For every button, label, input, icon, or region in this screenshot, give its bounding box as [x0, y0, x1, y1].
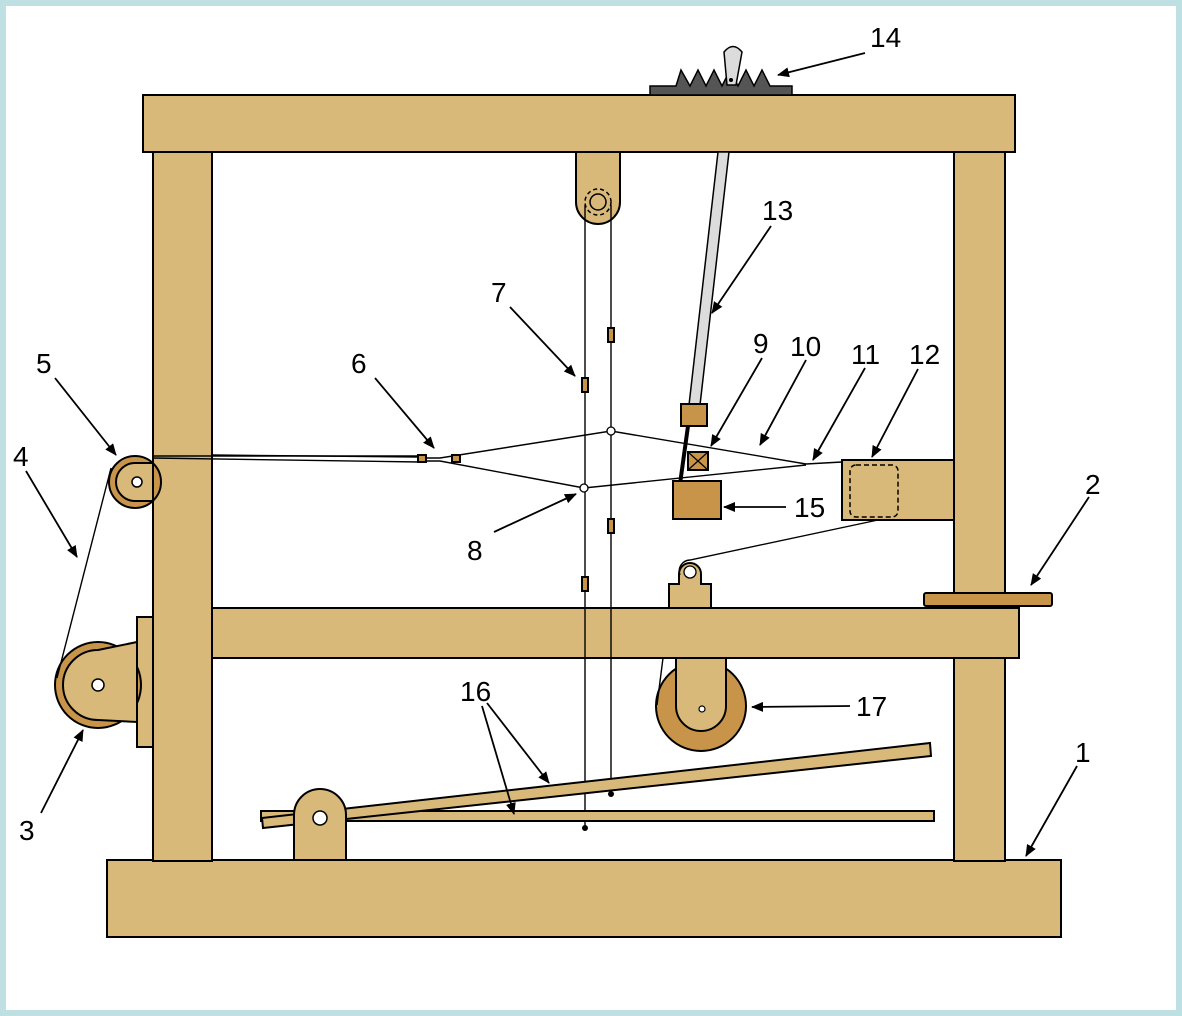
- takeup-pulley: [668, 562, 712, 609]
- label-5: 5: [36, 348, 52, 379]
- takeup-cord: [678, 519, 879, 576]
- takeup-roller: [655, 657, 747, 752]
- label-7: 7: [491, 277, 507, 308]
- lower-warp-roller: [54, 640, 142, 729]
- ratchet: [649, 45, 793, 96]
- label-2: 2: [1085, 469, 1101, 500]
- label-17: 17: [856, 691, 887, 722]
- heddle-pulley: [575, 151, 621, 225]
- reed: [687, 451, 709, 471]
- cloth-beam: [841, 459, 955, 521]
- label-9: 9: [753, 328, 769, 359]
- right-post: [953, 149, 1006, 862]
- label-3: 3: [19, 815, 35, 846]
- heddle-weight: [608, 791, 614, 797]
- heddle-knot: [607, 327, 615, 343]
- warp-threads: [152, 426, 843, 493]
- upper-roller: [108, 455, 162, 509]
- beater-weight: [672, 480, 722, 520]
- callout-arrows: [25, 52, 1090, 857]
- heddle-knot: [581, 576, 589, 592]
- heddle-weight: [582, 825, 588, 831]
- top-beam: [142, 94, 1016, 153]
- base-beam: [106, 859, 1062, 938]
- label-16: 16: [460, 676, 491, 707]
- label-1: 1: [1075, 737, 1091, 768]
- heddle-knot: [581, 377, 589, 393]
- middle-crossbar: [211, 607, 1020, 659]
- heddle-knot: [607, 518, 615, 534]
- right-shelf: [923, 592, 1053, 607]
- left-post: [152, 149, 213, 862]
- label-4: 4: [13, 441, 29, 472]
- label-10: 10: [790, 331, 821, 362]
- label-6: 6: [351, 348, 367, 379]
- label-8: 8: [467, 535, 483, 566]
- label-15: 15: [794, 492, 825, 523]
- treadles: [260, 741, 935, 861]
- label-13: 13: [762, 195, 793, 226]
- label-11: 11: [851, 339, 880, 370]
- belt: [56, 467, 112, 679]
- label-12: 12: [909, 339, 940, 370]
- beater-lever: [678, 151, 730, 485]
- label-14: 14: [870, 22, 901, 53]
